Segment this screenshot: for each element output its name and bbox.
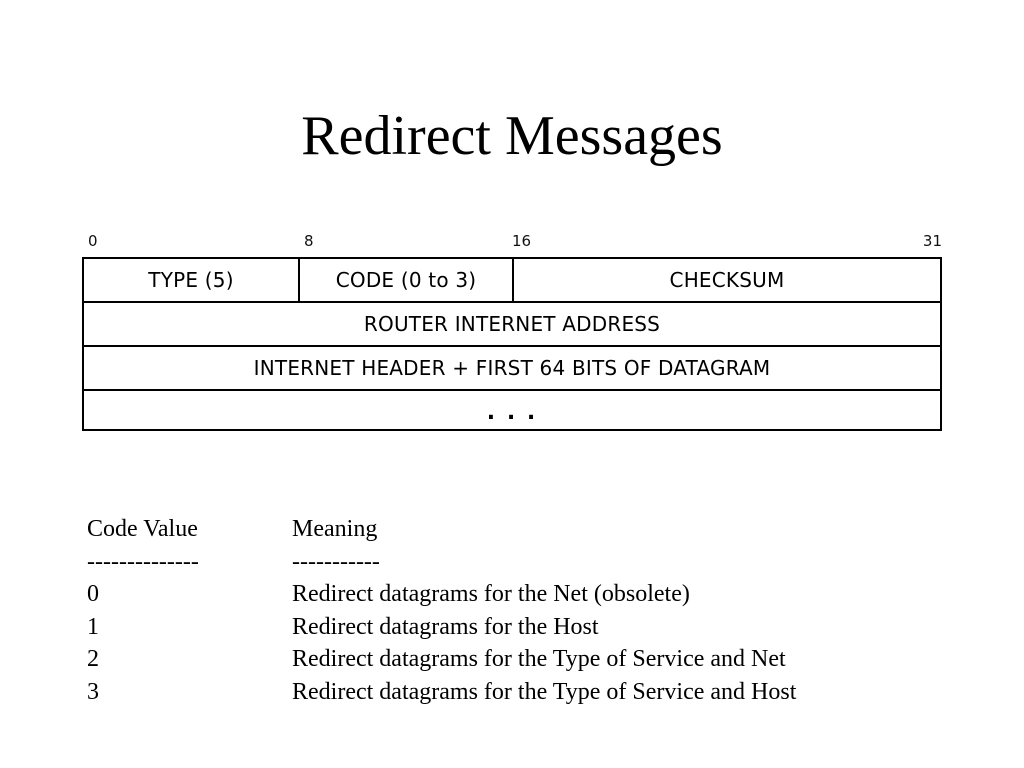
code-meaning: Redirect datagrams for the Host [292, 613, 599, 640]
header-row-1: TYPE (5) CODE (0 to 3) CHECKSUM [84, 259, 940, 303]
code-meaning: Redirect datagrams for the Net (obsolete… [292, 581, 690, 607]
bit-label-31: 31 [922, 232, 942, 250]
code-value: 1 [87, 613, 99, 640]
bit-label-8: 8 [304, 232, 314, 250]
message-format-diagram: 0 8 16 31 TYPE (5) CODE (0 to 3) CHECKSU… [82, 230, 942, 432]
code-list-header: Code Value Meaning [87, 513, 796, 546]
code-separator: -------------- [87, 548, 199, 575]
code-value-heading: Code Value [87, 516, 198, 542]
bit-label-0: 0 [88, 232, 98, 250]
checksum-field: CHECKSUM [669, 268, 785, 292]
bit-label-16: 16 [512, 232, 532, 250]
router-address-field: ROUTER INTERNET ADDRESS [363, 312, 661, 336]
code-list-item: 3 Redirect datagrams for the Type of Ser… [87, 676, 796, 709]
meaning-heading: Meaning [292, 516, 378, 542]
meaning-separator: ----------- [292, 548, 380, 575]
code-values-list: Code Value Meaning -------------- ------… [87, 513, 796, 708]
code-meaning: Redirect datagrams for the Type of Servi… [292, 678, 797, 705]
code-list-separator: -------------- ----------- [87, 546, 796, 579]
code-list-item: 0 Redirect datagrams for the Net (obsole… [87, 578, 796, 611]
slide-title: Redirect Messages [301, 105, 723, 167]
header-row-2: ROUTER INTERNET ADDRESS [84, 303, 940, 347]
datagram-header-field: INTERNET HEADER + FIRST 64 BITS OF DATAG… [253, 356, 771, 380]
code-value: 0 [87, 581, 99, 607]
header-row-4: . . . [84, 391, 940, 433]
code-field: CODE (0 to 3) [300, 259, 514, 301]
code-value: 2 [87, 646, 99, 672]
type-field: TYPE (5) [84, 259, 300, 301]
header-layout-table: TYPE (5) CODE (0 to 3) CHECKSUM ROUTER I… [82, 257, 942, 431]
continuation-field: . . . [486, 399, 538, 425]
code-list-item: 1 Redirect datagrams for the Host [87, 611, 796, 644]
header-row-3: INTERNET HEADER + FIRST 64 BITS OF DATAG… [84, 347, 940, 391]
code-value: 3 [87, 678, 99, 705]
code-list-item: 2 Redirect datagrams for the Type of Ser… [87, 643, 796, 676]
code-meaning: Redirect datagrams for the Type of Servi… [292, 646, 786, 672]
